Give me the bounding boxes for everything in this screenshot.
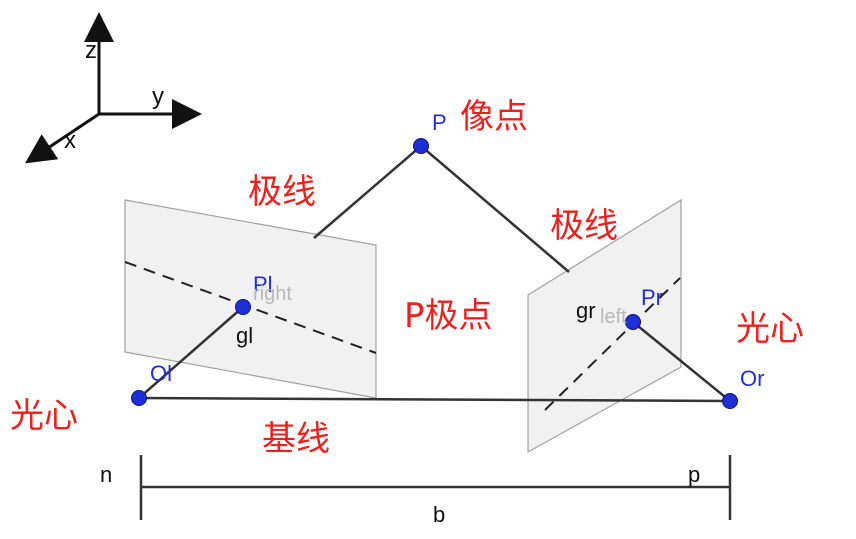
dimension-label-n: n xyxy=(100,462,112,487)
baseline-line xyxy=(138,396,731,403)
label-gr: gr xyxy=(576,298,596,323)
x-axis-label: x xyxy=(64,127,76,154)
annotation-image-point: 像点 xyxy=(460,97,528,137)
label-left-faint: left xyxy=(600,306,627,328)
label-or: Or xyxy=(740,366,764,391)
z-axis-label: z xyxy=(85,37,97,64)
baseline-dimension: n p b xyxy=(100,455,732,527)
label-pl: Pl xyxy=(253,272,273,297)
coordinate-axes: z y x xyxy=(25,12,202,164)
point-or xyxy=(722,393,738,409)
annotation-optical-center-right: 光心 xyxy=(736,309,804,349)
ray-or-pr xyxy=(632,321,731,402)
right-epipolar-line xyxy=(544,277,681,411)
annotation-epipolar-line-right: 极线 xyxy=(550,206,618,246)
label-p: P xyxy=(432,110,447,135)
label-ol: Ol xyxy=(150,361,172,386)
dimension-label-p: p xyxy=(688,462,700,487)
dimension-label-b: b xyxy=(433,502,445,527)
ray-p-right xyxy=(420,145,570,273)
annotation-optical-center-left: 光心 xyxy=(10,396,78,436)
point-ol xyxy=(131,390,147,406)
point-p xyxy=(413,138,429,154)
annotation-epipolar-line-left: 极线 xyxy=(248,172,316,212)
label-gl: gl xyxy=(236,323,253,348)
ray-p-left xyxy=(313,145,422,239)
left-epipolar-line xyxy=(124,261,377,354)
point-labels: P Pl Pr Ol Or right left gl gr xyxy=(150,110,764,391)
annotation-epipole: P极点 xyxy=(404,296,493,336)
annotations: 像点 极线 极线 P极点 光心 光心 基线 xyxy=(10,97,804,459)
x-axis-arrow xyxy=(25,112,100,164)
points xyxy=(131,138,738,409)
point-pl xyxy=(235,299,251,315)
y-axis-label: y xyxy=(152,83,164,110)
point-pr xyxy=(625,314,641,330)
ray-ol-pl xyxy=(138,306,244,399)
rays xyxy=(138,145,731,403)
label-pr: Pr xyxy=(641,285,663,310)
label-right-faint: right xyxy=(253,283,292,305)
annotation-baseline: 基线 xyxy=(262,419,330,459)
